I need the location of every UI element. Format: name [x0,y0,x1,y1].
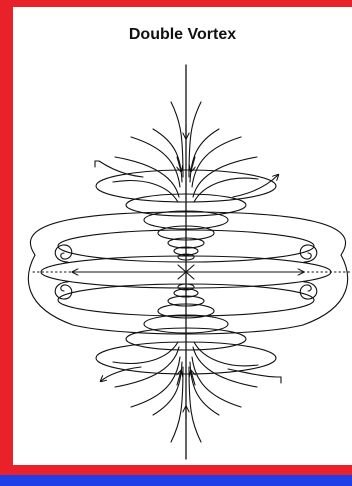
diagram-canvas: Double Vortex [13,7,352,465]
double-vortex-diagram [13,7,352,465]
torus-outer [28,212,347,334]
